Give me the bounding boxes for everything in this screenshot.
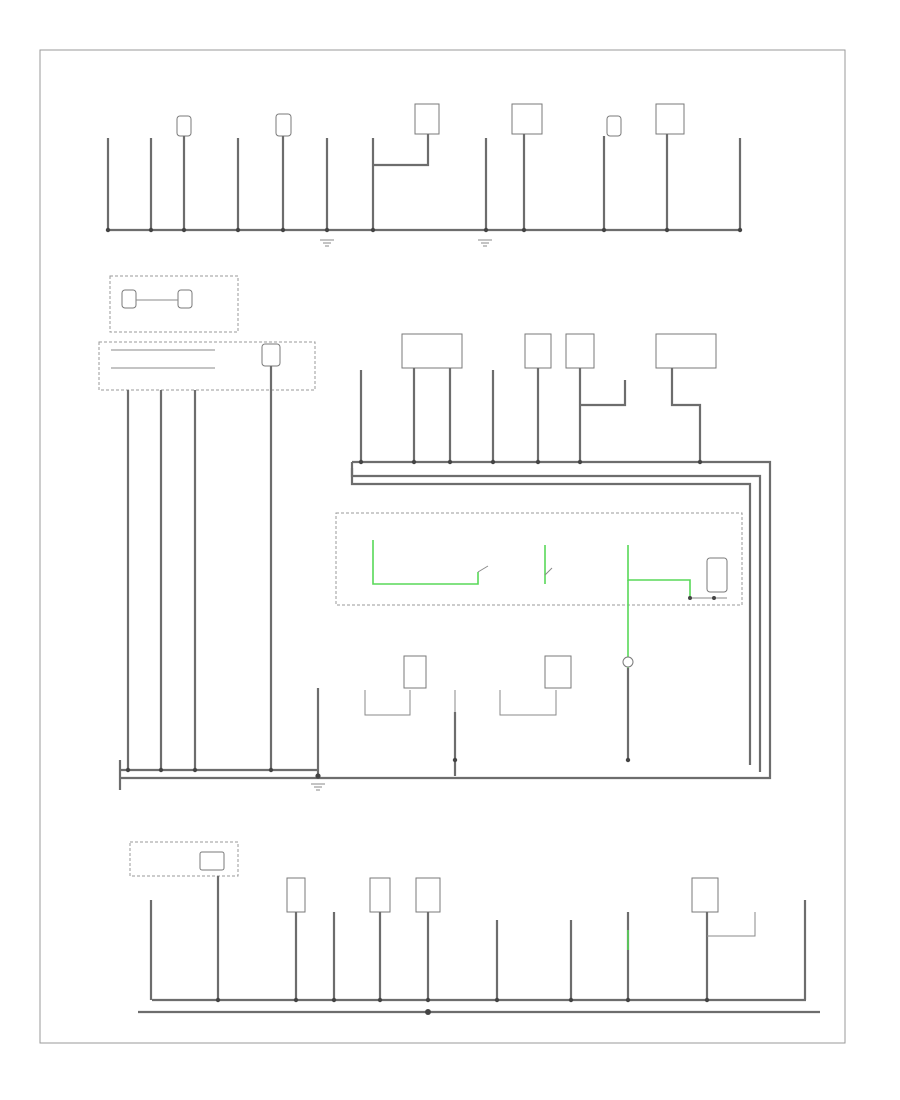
- component-box: [524, 333, 552, 369]
- center-component-group: [120, 333, 772, 780]
- component-box: [606, 115, 622, 137]
- relay-block: [109, 275, 239, 333]
- component-box: [286, 877, 306, 913]
- component-box: [275, 113, 292, 137]
- relay-block: [129, 841, 239, 877]
- bottom-ground-group: [129, 841, 820, 1015]
- component-box: [544, 655, 572, 689]
- component-box: [511, 103, 543, 135]
- component-box: [655, 333, 717, 369]
- component-box: [414, 103, 440, 135]
- lower-middle-group: [316, 655, 634, 776]
- component-box: [403, 655, 427, 689]
- component-box: [415, 877, 441, 913]
- component-box: [655, 103, 685, 135]
- inner-module-group: [335, 512, 743, 760]
- top-ground-group: [105, 103, 743, 247]
- module-outline: [335, 512, 743, 606]
- component-box: [565, 333, 595, 369]
- component-box: [176, 115, 192, 137]
- component-box: [369, 877, 391, 913]
- component-box: [691, 877, 719, 913]
- left-junction-group: [98, 275, 316, 770]
- component-box: [401, 333, 463, 369]
- diagram-border: [39, 49, 846, 1044]
- junction-block: [98, 341, 316, 391]
